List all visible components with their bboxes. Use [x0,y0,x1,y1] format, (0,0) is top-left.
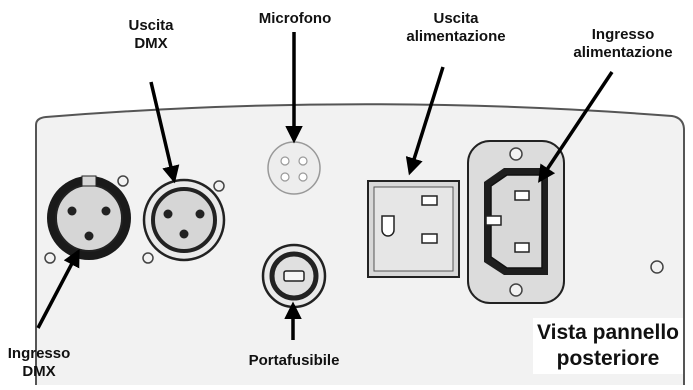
arrow-ingresso-alimentazione [538,71,614,183]
label-portafusibile: Portafusibile [248,352,340,369]
screw-hole [650,260,664,274]
dmx-input-connector [44,175,131,264]
arrow-uscita-alimentazione [405,66,445,176]
arrow-ingresso-dmx [36,248,80,329]
microphone-jack [267,141,321,195]
callout-arrows [36,32,614,340]
label-microfono: Microfono [258,10,332,27]
dmx-output-connector [142,178,226,264]
arrow-uscita-dmx [149,81,180,184]
fuse-holder [261,243,327,309]
power-output-socket [367,180,460,278]
